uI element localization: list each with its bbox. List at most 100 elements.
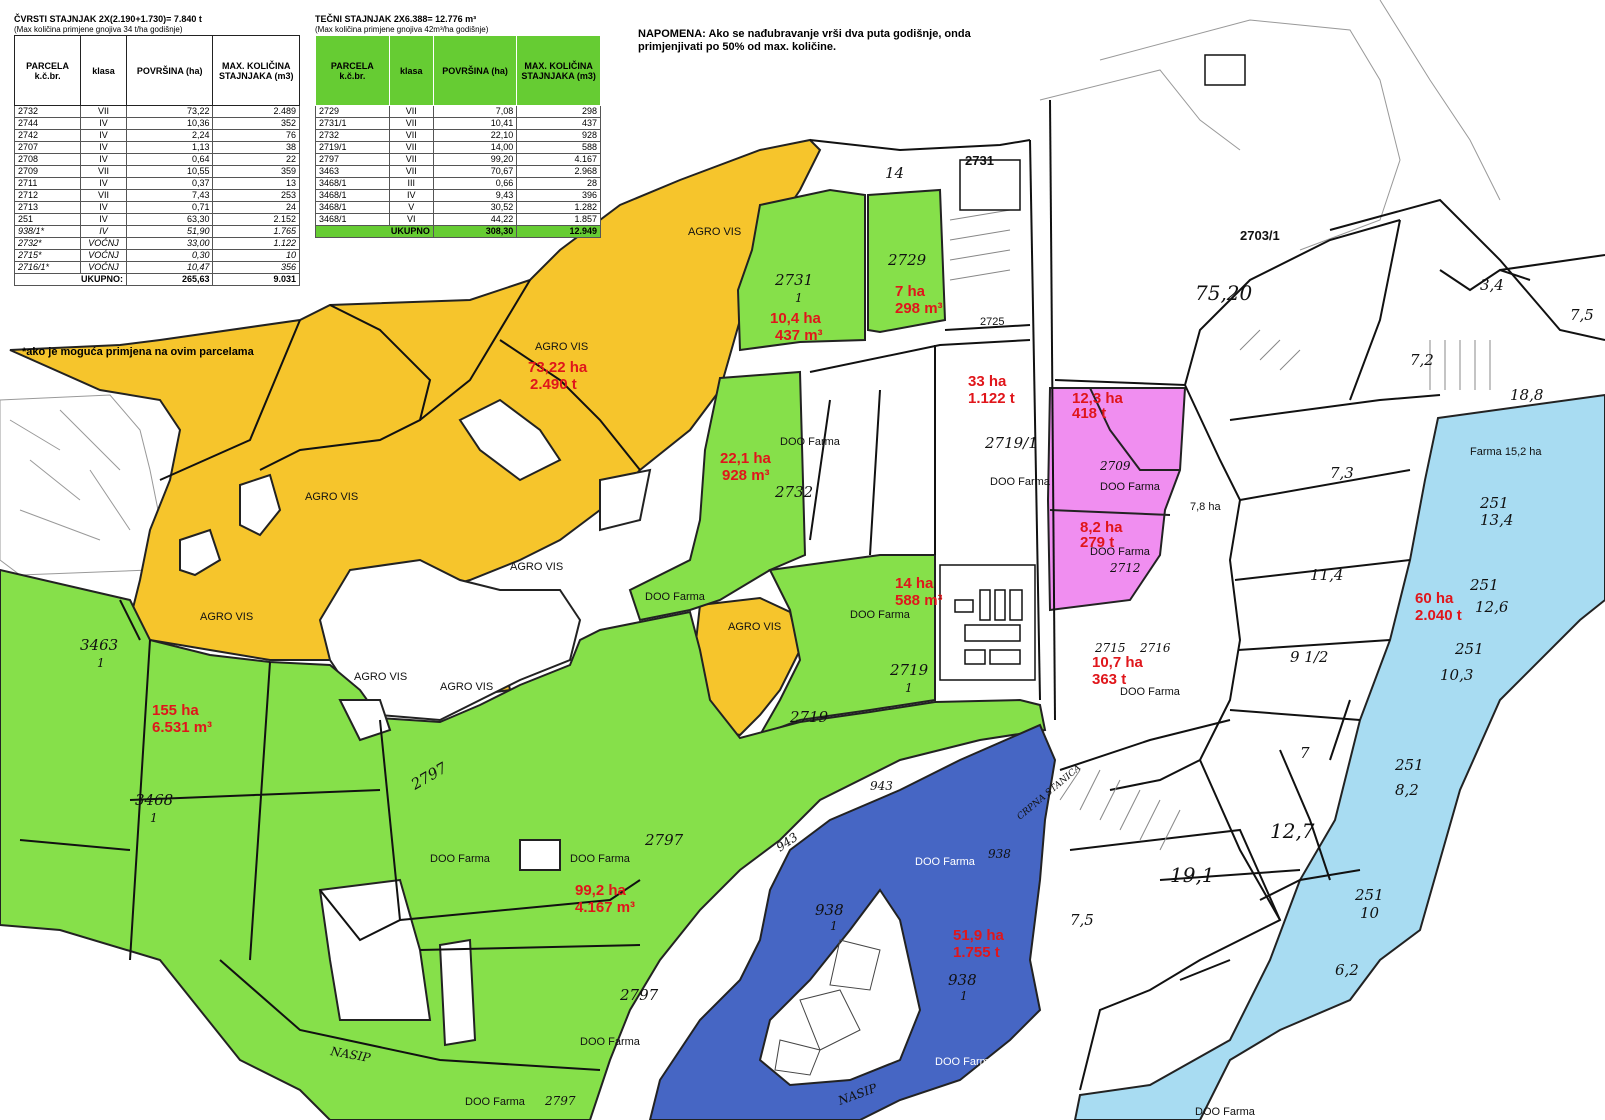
table1-cell: IV	[80, 141, 127, 154]
table2-cell: VII	[388, 141, 434, 154]
parcel-2719-1	[757, 554, 936, 737]
table1-cell: 2.489	[212, 105, 300, 118]
parcel-label-3468: 3468	[135, 791, 173, 809]
table1-cell: IV	[80, 153, 127, 166]
table1-cell: 2707	[13, 141, 82, 154]
owner-doo-farma-7: DOO Farma	[1120, 686, 1181, 698]
table2-cell: 437	[516, 117, 601, 130]
table2-cell: 3468/1	[315, 201, 390, 214]
amount-2732g-m: 928 m³	[722, 467, 770, 484]
parcel-label-2715: 2715	[1094, 641, 1126, 655]
parcel-label-943a: 943	[870, 779, 893, 793]
parcel-label-938c: 938	[988, 847, 1011, 861]
table1-cell: 359	[212, 165, 300, 178]
amount-2731-m: 437 m³	[775, 327, 823, 344]
green-region-gaps	[318, 699, 561, 1047]
note-napomena: NAPOMENA: Ako se nađubravanje vrši dva p…	[638, 28, 971, 53]
area-127: 12,7	[1270, 819, 1315, 843]
table1-cell: IV	[80, 117, 127, 130]
parcel-label-251e: 251	[1354, 886, 1384, 904]
table2-cell: 3468/1	[315, 213, 390, 226]
parcel-label-938a: 938	[815, 901, 844, 919]
table1-total-row: UKUPNO: 265,63 9.031	[14, 273, 300, 286]
table-solid-manure: ČVRSTI STAJNJAK 2X(2.190+1.730)= 7.840 t…	[13, 14, 300, 286]
amount-155-ha: 155 ha	[152, 702, 199, 719]
table1-cell: 0,71	[125, 201, 214, 214]
table1-cell: 2742	[13, 129, 82, 142]
parcel-938-blue	[648, 723, 1057, 1120]
table2-header-parcela: PARCELA k.č.br.	[315, 35, 390, 106]
owner-doo-farma-4: DOO Farma	[1090, 546, 1151, 558]
table1-cell: 1.765	[212, 225, 300, 238]
table2-cell: 2731/1	[315, 117, 390, 130]
amount-82-ha: 8,2 ha	[1080, 519, 1123, 536]
table2-cell: VII	[388, 105, 434, 118]
table2-cell: 28	[516, 177, 601, 190]
table1-cell: 73,22	[125, 105, 214, 118]
amount-155-m: 6.531 m³	[152, 719, 212, 736]
parcel-label-2731-1: 2731	[774, 271, 813, 289]
table1-cell: IV	[80, 225, 127, 238]
owner-doo-farma-11: DOO Farma	[465, 1096, 526, 1108]
parcel-label-2719-1: 2719/1	[984, 434, 1038, 452]
amount-2732g-ha: 22,1 ha	[720, 450, 772, 467]
yellow-region-gaps	[179, 398, 652, 722]
parcel-label-2729: 2729	[887, 251, 927, 269]
owner-agro-vis-7: AGRO VIS	[354, 671, 407, 683]
amount-33-ha: 33 ha	[968, 373, 1007, 390]
table1-cell: 13	[212, 177, 300, 190]
parcel-2729	[867, 188, 947, 334]
area-126: 12,6	[1475, 598, 1509, 616]
table1-cell: 2708	[13, 153, 82, 166]
table1-header-povrsina: POVRŠINA (ha)	[125, 35, 214, 106]
table2-cell: 4.167	[516, 153, 601, 166]
parcel-label-2731-1-one: 1	[795, 291, 803, 305]
amount-2729-ha: 7 ha	[895, 283, 926, 300]
table1-cell: 1,13	[125, 141, 214, 154]
amount-33-t: 1.122 t	[968, 390, 1015, 407]
amount-519-ha: 51,9 ha	[953, 927, 1005, 944]
parcel-938-gap	[758, 888, 922, 1087]
table2-cell: 7,08	[432, 105, 518, 118]
parcel-pink	[1046, 387, 1187, 612]
table1-total-amount: 9.031	[212, 273, 300, 286]
amount-123-t: 418 t	[1072, 405, 1106, 422]
table2-title: TEČNI STAJNJAK 2X6.388= 12.776 m³	[315, 14, 477, 24]
amount-123-ha: 12,3 ha	[1072, 390, 1124, 407]
table2-cell: VII	[388, 153, 434, 166]
table1-cell: 63,30	[125, 213, 214, 226]
amount-992-ha: 99,2 ha	[575, 882, 627, 899]
amount-519-t: 1.755 t	[953, 944, 1000, 961]
amount-2729-m: 298 m³	[895, 300, 943, 317]
map-labels: AGRO VIS AGRO VIS AGRO VIS AGRO VIS AGRO…	[80, 153, 1594, 1118]
table2-cell: 1.857	[516, 213, 601, 226]
table2-total-label: UKUPNO	[315, 225, 434, 238]
table2-cell: 44,22	[432, 213, 518, 226]
parcel-label-251a: 251	[1479, 494, 1509, 512]
area-14: 14	[885, 164, 904, 182]
table1-cell: VOĆNJ	[80, 249, 127, 262]
owner-doo-farma-8: DOO Farma	[430, 853, 491, 865]
table2-header-klasa: klasa	[388, 35, 434, 106]
table2-cell: 14,00	[432, 141, 518, 154]
table2-cell: 2732	[315, 129, 390, 142]
table2-cell: 2.968	[516, 165, 601, 178]
area-34: 3,4	[1480, 276, 1504, 294]
table1-cell: 2732	[13, 105, 82, 118]
table1-cell: 0,30	[125, 249, 214, 262]
table1-cell: 251	[13, 213, 82, 226]
table2-total-amount: 12.949	[516, 225, 601, 238]
